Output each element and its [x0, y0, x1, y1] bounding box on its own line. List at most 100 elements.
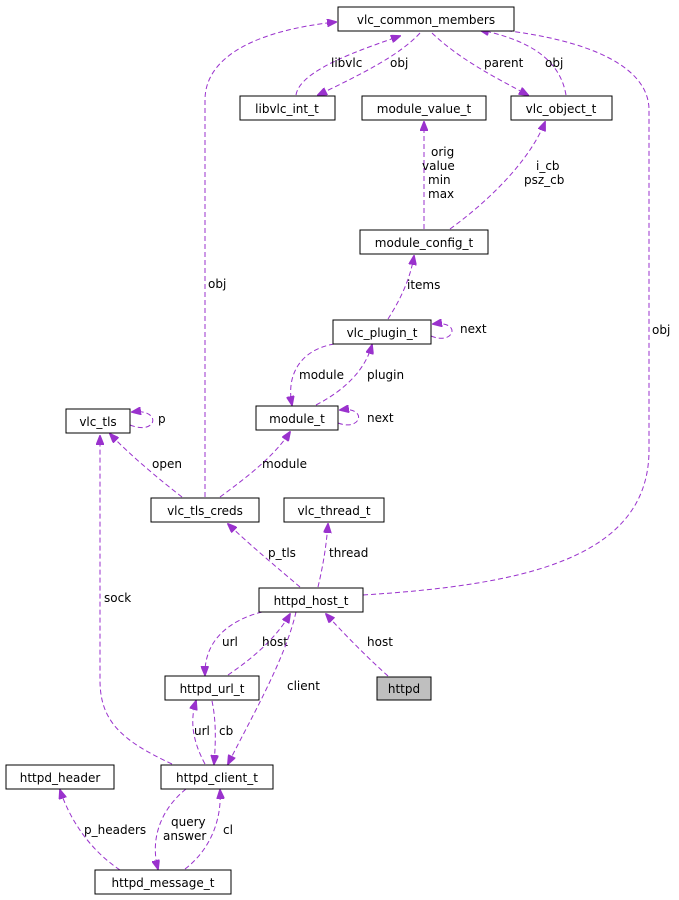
- node-box: [359, 229, 489, 255]
- edge-p-headers-line: [60, 790, 121, 871]
- edge-client: client: [228, 611, 320, 764]
- edge-label-host-url: url: [222, 635, 238, 649]
- edge-label-query: query: [171, 815, 206, 829]
- edge-label-p-tls: p_tls: [268, 546, 296, 560]
- edge-label-libvlc: libvlc: [331, 56, 362, 70]
- edge-label-psz-cb: psz_cb: [524, 173, 564, 187]
- edge-label-cb: cb: [219, 724, 233, 738]
- node-box: [94, 869, 232, 895]
- node-vlc-object-t[interactable]: vlc_object_t: [510, 95, 613, 121]
- edge-plugin-line: [315, 345, 372, 406]
- edge-plugin-module: module: [291, 343, 344, 405]
- edge-label-plugin: plugin: [367, 368, 404, 382]
- edge-label-url-host: host: [262, 635, 288, 649]
- edge-p-tls: p_tls: [228, 524, 301, 588]
- edge-label-creds-obj: obj: [208, 277, 226, 291]
- node-module-t[interactable]: module_t: [255, 405, 339, 431]
- edge-label-value: value: [422, 159, 455, 173]
- edge-label-answer: answer: [163, 829, 206, 843]
- node-module-value-t[interactable]: module_value_t: [361, 95, 487, 121]
- edge-creds-module-line: [219, 432, 290, 498]
- edge-client-url: url: [193, 701, 210, 765]
- edge-obj-object-line: [480, 30, 567, 96]
- edge-tls-p-line: [129, 412, 154, 428]
- node-httpd-url-t[interactable]: httpd_url_t: [164, 675, 260, 701]
- node-label: module_t: [269, 412, 325, 426]
- node-label: vlc_common_members: [357, 13, 495, 27]
- node-httpd-header[interactable]: httpd_header: [5, 764, 115, 790]
- edge-obj-libvlc-line: [318, 32, 421, 95]
- edges: libvlc obj parent obj orig value min max: [60, 22, 670, 870]
- node-httpd-host-t[interactable]: httpd_host_t: [258, 587, 364, 613]
- edge-httpd-host-line: [326, 614, 389, 677]
- node-box: [283, 497, 385, 523]
- edge-host-url: url: [205, 611, 263, 675]
- node-label: httpd_header: [20, 771, 101, 785]
- edge-host-url-line: [205, 611, 263, 675]
- edge-creds-obj-line: [204, 22, 336, 497]
- node-box: [337, 6, 515, 32]
- node-box: [255, 405, 339, 431]
- node-httpd-message-t[interactable]: httpd_message_t: [94, 869, 232, 895]
- node-box: [239, 95, 336, 121]
- edge-module-next-line: [337, 410, 360, 426]
- edge-label-plugin-module: module: [299, 368, 344, 382]
- edge-config-values: orig value min max: [422, 122, 455, 229]
- edge-items: items: [387, 256, 440, 320]
- node-box: [376, 676, 432, 701]
- edge-thread: thread: [317, 524, 368, 588]
- edge-tls-p: p: [129, 412, 166, 428]
- edge-label-thread: thread: [329, 546, 368, 560]
- edge-label-host-obj: obj: [652, 323, 670, 337]
- edge-label-items: items: [407, 278, 440, 292]
- edge-label-max: max: [428, 187, 454, 201]
- edge-cl-line: [184, 790, 220, 870]
- edge-plugin-next: next: [430, 322, 487, 339]
- edge-label-cl: cl: [223, 823, 233, 837]
- node-httpd[interactable]: httpd: [376, 676, 432, 701]
- node-module-config-t[interactable]: module_config_t: [359, 229, 489, 255]
- node-label: libvlc_int_t: [255, 102, 319, 116]
- node-vlc-common-members[interactable]: vlc_common_members: [337, 6, 515, 32]
- edge-label-open: open: [152, 457, 182, 471]
- edge-client-line: [228, 611, 297, 764]
- node-label: httpd_client_t: [176, 771, 258, 785]
- edge-label-client-url: url: [194, 724, 210, 738]
- edge-cl: cl: [184, 790, 233, 870]
- edge-plugin: plugin: [315, 345, 404, 406]
- edge-url-host: host: [227, 614, 290, 676]
- edge-url-host-line: [227, 614, 290, 676]
- node-box: [65, 408, 131, 434]
- edge-label-min: min: [428, 173, 451, 187]
- node-vlc-plugin-t[interactable]: vlc_plugin_t: [332, 319, 432, 345]
- edge-cb: cb: [212, 700, 233, 764]
- node-vlc-thread-t[interactable]: vlc_thread_t: [283, 497, 385, 523]
- edge-plugin-next-line: [430, 324, 453, 339]
- node-label: module_value_t: [377, 102, 472, 116]
- node-httpd-client-t[interactable]: httpd_client_t: [160, 764, 274, 790]
- edge-sock: sock: [100, 436, 173, 765]
- node-vlc-tls[interactable]: vlc_tls: [65, 408, 131, 434]
- edge-config-object-line: [449, 122, 545, 230]
- node-label: vlc_thread_t: [297, 504, 370, 518]
- edge-host-obj-line: [362, 28, 650, 596]
- edge-open-line: [110, 434, 183, 498]
- edge-module-next: next: [337, 410, 394, 426]
- edge-libvlc-line: [295, 36, 400, 96]
- nodes: vlc_common_members libvlc_int_t module_v…: [5, 6, 613, 895]
- node-box: [5, 764, 115, 790]
- edge-p-headers: p_headers: [60, 790, 146, 871]
- edge-label-tls-p: p: [158, 412, 166, 426]
- node-label: httpd_host_t: [274, 594, 349, 608]
- edge-label-i-cb: i_cb: [536, 159, 560, 173]
- edge-label-client: client: [287, 679, 320, 693]
- node-vlc-tls-creds[interactable]: vlc_tls_creds: [150, 497, 260, 523]
- node-label: httpd_url_t: [180, 682, 245, 696]
- edge-label-p-headers: p_headers: [84, 823, 146, 837]
- node-libvlc-int-t[interactable]: libvlc_int_t: [239, 95, 336, 121]
- edge-creds-module: module: [219, 432, 307, 498]
- edge-label-obj-object: obj: [545, 56, 563, 70]
- edge-cb-line: [212, 700, 215, 764]
- edge-thread-line: [317, 524, 328, 588]
